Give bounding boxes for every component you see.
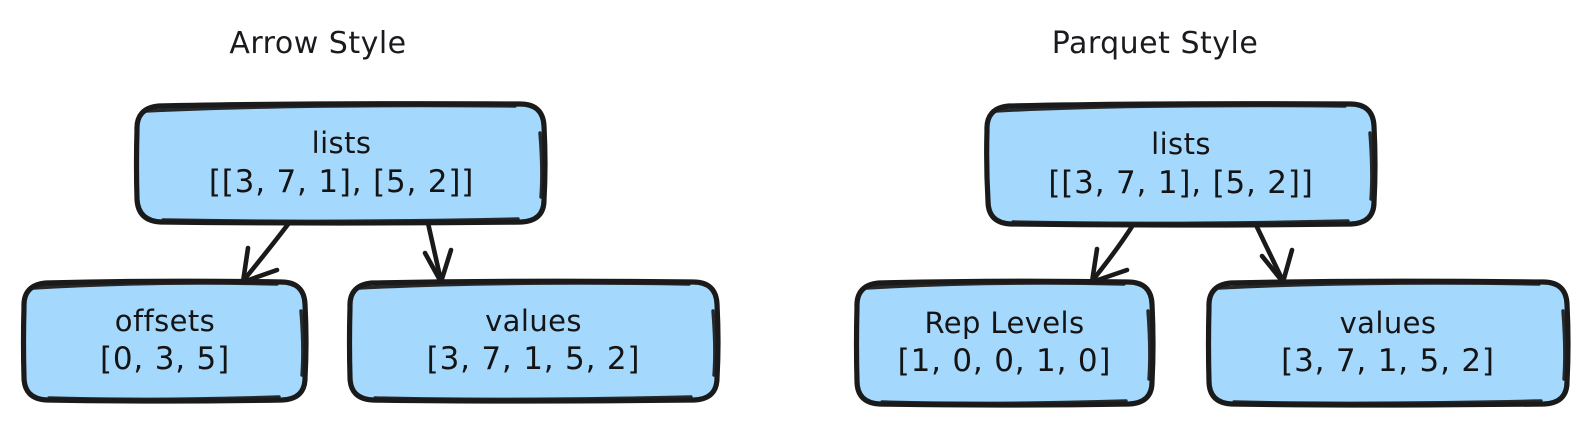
panel-title-parquet-style: Parquet Style — [1051, 26, 1259, 61]
edge-arrow-lists-to-values — [422, 220, 454, 285]
node-parquet-values[interactable] — [1205, 278, 1571, 408]
edge-parquet-lists-to-values — [1253, 222, 1295, 285]
edge-arrow-lists-to-offsets — [240, 220, 292, 285]
node-arrow-offsets[interactable] — [20, 278, 309, 404]
node-parquet-lists[interactable] — [984, 101, 1378, 228]
panel-title-arrow-style: Arrow Style — [229, 26, 407, 61]
edge-parquet-lists-to-rep-levels — [1089, 222, 1136, 285]
node-arrow-values[interactable] — [346, 278, 721, 404]
node-parquet-rep-levels[interactable] — [853, 278, 1156, 408]
node-arrow-lists[interactable] — [133, 101, 548, 226]
